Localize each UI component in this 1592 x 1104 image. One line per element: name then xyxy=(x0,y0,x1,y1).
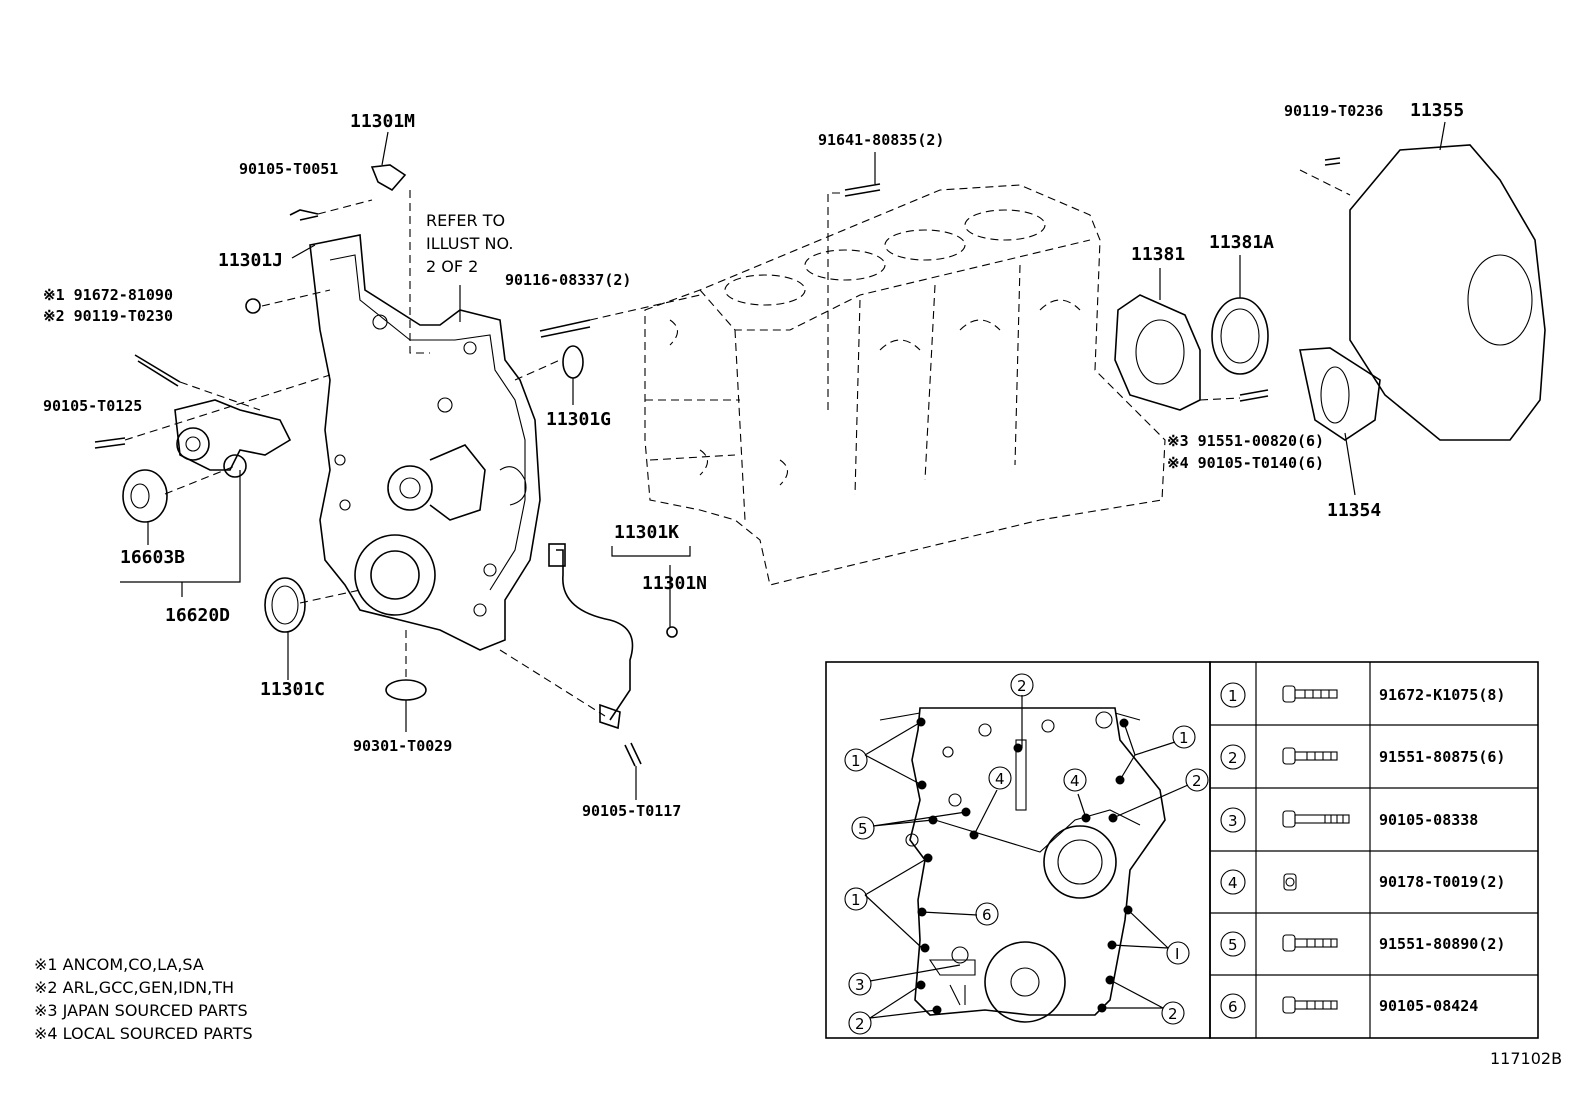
table-row: 1 91672-K1075(8) xyxy=(1220,682,1505,708)
bolt-location-inset: 2 1 1 2 4 4 5 1 6 3 2 I 2 xyxy=(825,661,1211,1039)
label-mark2: ※2 90119-T0230 xyxy=(43,307,173,325)
inset-num: 4 xyxy=(995,770,1005,788)
inset-num: 6 xyxy=(982,906,992,924)
inset-num: 1 xyxy=(851,891,861,909)
table-part-number: 90105-08424 xyxy=(1379,997,1478,1015)
inset-num: 1 xyxy=(851,752,861,770)
table-row: 4 90178-T0019(2) xyxy=(1220,869,1505,895)
table-part-number: 91551-80875(6) xyxy=(1379,748,1505,766)
bolt-icon xyxy=(1282,934,1338,952)
label-11301N: 11301N xyxy=(642,573,707,594)
inset-num: 2 xyxy=(1017,677,1027,695)
inset-num: 2 xyxy=(1168,1005,1178,1023)
label-mark1: ※1 91672-81090 xyxy=(43,286,173,304)
label-11381A: 11381A xyxy=(1209,232,1274,253)
label-mark4: ※4 90105-T0140(6) xyxy=(1167,454,1324,472)
legend-note: ※1 ANCOM,CO,LA,SA xyxy=(34,955,204,974)
bolt-icon xyxy=(1282,810,1350,828)
table-row-num: 5 xyxy=(1228,936,1238,954)
bolt-dots xyxy=(916,717,1133,1015)
table-part-number: 91551-80890(2) xyxy=(1379,935,1505,953)
refer-line-2: ILLUST NO. xyxy=(426,234,513,253)
label-16603B: 16603B xyxy=(120,547,185,568)
table-row-num: 2 xyxy=(1228,749,1238,767)
table-row-num: 3 xyxy=(1228,812,1238,830)
table-part-number: 90105-08338 xyxy=(1379,811,1478,829)
label-11301M: 11301M xyxy=(350,111,415,132)
inset-num: 4 xyxy=(1070,772,1080,790)
bolt-icon xyxy=(1282,685,1338,703)
label-90105-T0117: 90105-T0117 xyxy=(582,802,681,820)
nut-icon xyxy=(1283,873,1297,891)
table-row-num: 6 xyxy=(1228,998,1238,1016)
inset-callouts: 2 1 1 2 4 4 5 1 6 3 2 I 2 xyxy=(844,673,1209,1035)
label-11301K: 11301K xyxy=(614,522,679,543)
label-mark3: ※3 91551-00820(6) xyxy=(1167,432,1324,450)
table-row-num: 1 xyxy=(1228,687,1238,705)
timing-cover-outline xyxy=(309,234,541,651)
table-row: 2 91551-80875(6) xyxy=(1220,744,1505,770)
label-90301-T0029: 90301-T0029 xyxy=(353,737,452,755)
legend-note: ※3 JAPAN SOURCED PARTS xyxy=(34,1001,248,1020)
illustration-id: 117102B xyxy=(1490,1049,1562,1068)
bolt-table: 1 91672-K1075(8) 2 91551-80875(6) 3 xyxy=(1209,661,1539,1039)
label-11301G: 11301G xyxy=(546,409,611,430)
label-11301C: 11301C xyxy=(260,679,325,700)
callout-labels: 11301M 90105-T0051 REFER TO ILLUST NO. 2… xyxy=(43,100,1464,820)
label-90105-T0125: 90105-T0125 xyxy=(43,397,142,415)
label-16620D: 16620D xyxy=(165,605,230,626)
inset-num: 3 xyxy=(855,976,865,994)
table-row-num: 4 xyxy=(1228,874,1238,892)
inset-num: 2 xyxy=(1192,772,1202,790)
table-row: 3 90105-08338 xyxy=(1220,807,1478,833)
alignment-lines xyxy=(124,169,1351,717)
inset-num: 2 xyxy=(855,1015,865,1033)
table-part-number: 91672-K1075(8) xyxy=(1379,686,1505,704)
refer-line-3: 2 OF 2 xyxy=(426,257,478,276)
legend-notes: ※1 ANCOM,CO,LA,SA ※2 ARL,GCC,GEN,IDN,TH … xyxy=(34,955,253,1043)
label-90119-T0236: 90119-T0236 xyxy=(1284,102,1383,120)
table-row: 6 90105-08424 xyxy=(1220,993,1478,1019)
cylinder-block-outline xyxy=(644,184,1166,586)
label-91641-80835: 91641-80835(2) xyxy=(818,131,944,149)
leader-lines xyxy=(120,121,1446,800)
legend-note: ※4 LOCAL SOURCED PARTS xyxy=(34,1024,253,1043)
bolt-icon xyxy=(1282,747,1338,765)
inset-num: I xyxy=(1175,945,1179,963)
table-part-number: 90178-T0019(2) xyxy=(1379,873,1505,891)
label-90116-08337: 90116-08337(2) xyxy=(505,271,631,289)
label-11355: 11355 xyxy=(1410,100,1464,121)
label-90105-T0051: 90105-T0051 xyxy=(239,160,338,178)
table-row: 5 91551-80890(2) xyxy=(1220,931,1505,957)
tensioner-assembly xyxy=(122,399,292,523)
label-11301J: 11301J xyxy=(218,250,283,271)
label-11354: 11354 xyxy=(1327,500,1381,521)
refer-line-1: REFER TO xyxy=(426,211,505,230)
label-11381: 11381 xyxy=(1131,244,1185,265)
bolt-icon xyxy=(1282,996,1338,1014)
small-hardware xyxy=(94,157,1341,767)
inset-num: 1 xyxy=(1179,729,1189,747)
legend-note: ※2 ARL,GCC,GEN,IDN,TH xyxy=(34,978,234,997)
inset-num: 5 xyxy=(858,820,868,838)
